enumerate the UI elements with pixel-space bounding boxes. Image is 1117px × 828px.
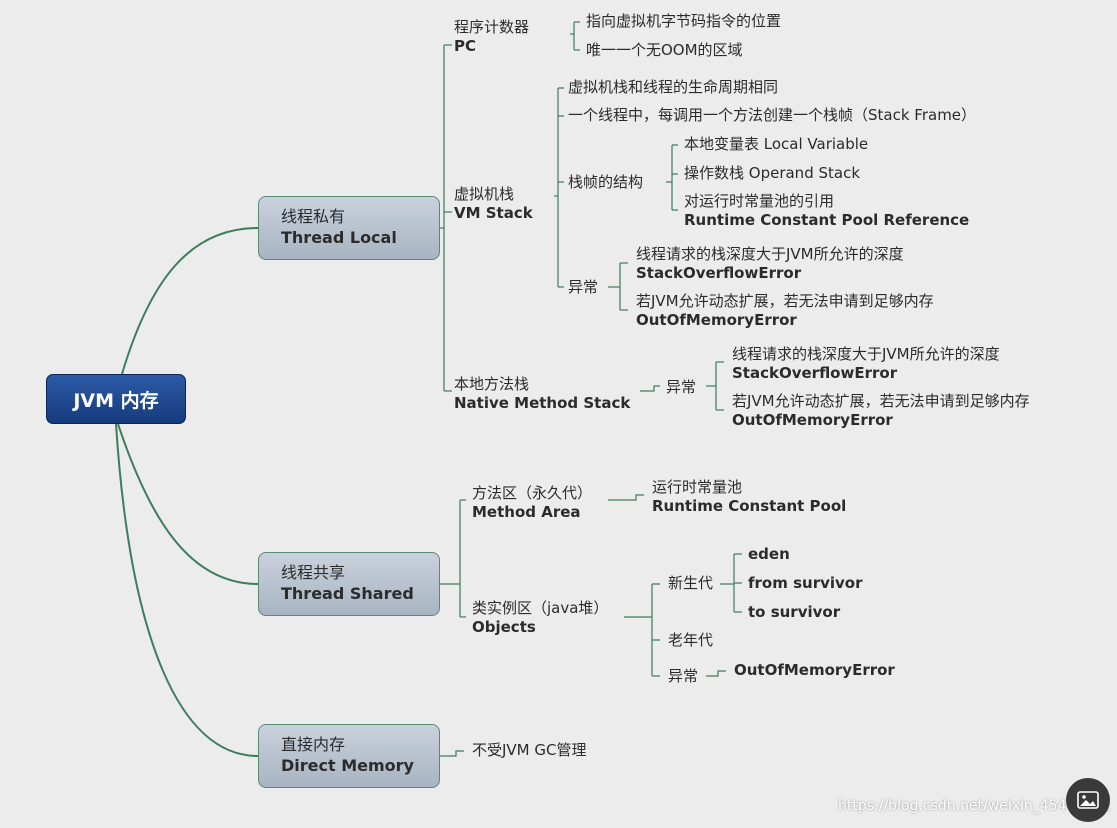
method-area-rcp-zh: 运行时常量池 (652, 478, 743, 496)
young-gen-from-survivor: from survivor (748, 574, 863, 592)
old-gen-label: 老年代 (668, 631, 714, 649)
native-oom-desc: 若JVM允许动态扩展，若无法申请到足够内存 (732, 392, 1030, 410)
native-so-desc: 线程请求的栈深度大于JVM所允许的深度 (732, 345, 1000, 363)
pc-zh: 程序计数器 (454, 18, 530, 36)
native-stack-en: Native Method Stack (454, 394, 631, 412)
objects-exception-label: 异常 (668, 667, 699, 685)
method-area-zh: 方法区（永久代） (472, 484, 593, 502)
native-stack-zh: 本地方法栈 (454, 375, 530, 393)
thread-shared-zh: 线程共享 (281, 563, 346, 582)
thread-local-zh: 线程私有 (281, 207, 346, 226)
vm-stack-item-1: 虚拟机栈和线程的生命周期相同 (568, 78, 779, 96)
thread-local-node: 线程私有 Thread Local (258, 196, 440, 260)
direct-memory-node: 直接内存 Direct Memory (258, 724, 440, 788)
vm-stack-so-desc: 线程请求的栈深度大于JVM所允许的深度 (636, 245, 904, 263)
image-preview-button[interactable] (1066, 778, 1110, 822)
method-area-rcp-en: Runtime Constant Pool (652, 497, 847, 515)
vm-stack-so-name: StackOverflowError (636, 264, 802, 282)
root-label: JVM 内存 (73, 389, 159, 412)
pc-item-2: 唯一一个无OOM的区域 (586, 41, 743, 59)
watermark-text: https://blog.csdn.net/weixin_45449911 (838, 798, 1112, 814)
frame-structure-label: 栈帧的结构 (568, 173, 644, 191)
thread-shared-node: 线程共享 Thread Shared (258, 552, 440, 616)
vm-stack-oom-name: OutOfMemoryError (636, 311, 797, 329)
native-so-name: StackOverflowError (732, 364, 898, 382)
objects-oom-name: OutOfMemoryError (734, 661, 895, 679)
method-area-en: Method Area (472, 503, 581, 521)
vm-stack-zh: 虚拟机栈 (454, 185, 515, 203)
objects-en: Objects (472, 618, 536, 636)
young-gen-eden: eden (748, 545, 790, 563)
frame-local-variable: 本地变量表 Local Variable (684, 135, 869, 153)
native-exception-label: 异常 (666, 378, 697, 396)
frame-rcp-zh: 对运行时常量池的引用 (684, 192, 835, 210)
thread-shared-en: Thread Shared (281, 584, 414, 603)
vm-stack-en: VM Stack (454, 204, 533, 222)
young-gen-label: 新生代 (668, 574, 714, 592)
root-node-jvm-memory: JVM 内存 (46, 374, 186, 424)
direct-memory-en: Direct Memory (281, 756, 414, 775)
direct-memory-note: 不受JVM GC管理 (472, 741, 587, 759)
image-icon (1077, 791, 1099, 809)
thread-local-en: Thread Local (281, 228, 397, 247)
vm-stack-exception-label: 异常 (568, 278, 599, 296)
vm-stack-oom-desc: 若JVM允许动态扩展，若无法申请到足够内存 (636, 292, 934, 310)
direct-memory-zh: 直接内存 (281, 735, 346, 754)
young-gen-to-survivor: to survivor (748, 603, 841, 621)
pc-item-1: 指向虚拟机字节码指令的位置 (586, 12, 782, 30)
native-oom-name: OutOfMemoryError (732, 411, 893, 429)
frame-operand-stack: 操作数栈 Operand Stack (684, 164, 861, 182)
objects-zh: 类实例区（java堆） (472, 599, 609, 617)
pc-en: PC (454, 37, 477, 55)
frame-rcp-en: Runtime Constant Pool Reference (684, 211, 970, 229)
vm-stack-item-2: 一个线程中，每调用一个方法创建一个栈帧（Stack Frame） (568, 106, 977, 124)
